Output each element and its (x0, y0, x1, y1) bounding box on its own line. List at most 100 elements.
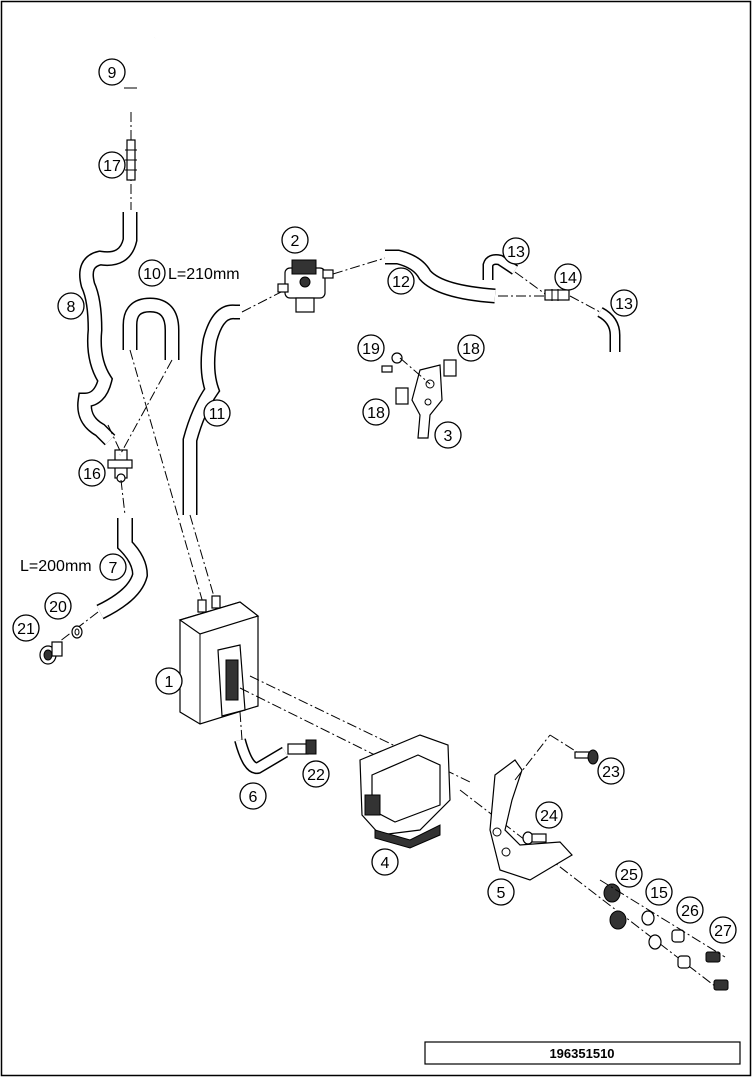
hose-7 (96, 518, 149, 620)
clip-18-upper (443, 359, 457, 377)
svg-text:16: 16 (83, 466, 101, 483)
centerline-loop-16 (119, 359, 173, 456)
svg-text:22: 22 (307, 767, 325, 784)
svg-text:4: 4 (381, 855, 390, 872)
svg-text:3: 3 (444, 428, 453, 445)
callout-11: 11 (203, 399, 231, 427)
centerline-11-2 (241, 289, 286, 313)
svg-text:10: 10 (143, 266, 161, 283)
centerline-1-4a (239, 687, 396, 766)
svg-text:8: 8 (67, 299, 76, 316)
svg-text:6: 6 (249, 789, 258, 806)
callout-21: 21 (12, 614, 40, 642)
centerline-13-14 (514, 271, 549, 297)
svg-text:15: 15 (650, 885, 668, 902)
svg-text:24: 24 (540, 808, 558, 825)
bolt-19 (381, 352, 403, 373)
callout-27: 27 (709, 916, 737, 944)
callout-12: 12 (387, 267, 415, 295)
hose-loop (122, 297, 180, 360)
svg-text:9: 9 (108, 65, 117, 82)
bushing-26-a (671, 929, 685, 943)
washer-15-a (641, 910, 655, 926)
svg-text:23: 23 (602, 764, 620, 781)
svg-text:12: 12 (392, 274, 410, 291)
svg-text:17: 17 (103, 158, 121, 175)
centerline-2-12 (332, 257, 386, 275)
svg-text:1: 1 (165, 674, 174, 691)
centerline-25-27 (599, 879, 726, 958)
hose-11 (182, 304, 240, 515)
centerline-loop-1a (129, 349, 204, 604)
hose-13-lower (597, 307, 621, 352)
bolt-24 (522, 831, 547, 845)
svg-text:7: 7 (109, 560, 118, 577)
callout-13-lower: 13 (610, 289, 638, 317)
canister-holder-4 (359, 734, 451, 849)
svg-text:20: 20 (49, 599, 67, 616)
svg-text:13: 13 (615, 296, 633, 313)
svg-text:27: 27 (714, 923, 732, 940)
svg-text:2: 2 (291, 233, 300, 250)
bolt-23 (574, 749, 599, 765)
callout-20: 20 (44, 592, 72, 620)
callout-9: 9 (98, 58, 126, 86)
hose-12 (385, 249, 496, 304)
bushing-26-b (677, 955, 691, 969)
callout-24: 24 (535, 801, 563, 829)
callout-4: 4 (371, 848, 399, 876)
callout-18-upper: 18 (457, 334, 485, 362)
callout-6: 6 (239, 782, 267, 810)
svg-text:5: 5 (497, 885, 506, 902)
mounting-bracket-5 (489, 759, 573, 881)
callout-2: 2 (281, 226, 309, 254)
callout-7: 7 (99, 553, 127, 581)
callout-3: 3 (434, 421, 462, 449)
washer-15-b (648, 934, 662, 950)
centerline-19-3 (399, 357, 431, 385)
svg-text:25: 25 (620, 867, 638, 884)
centerline-14-13 (569, 295, 601, 313)
hose-9 (123, 31, 156, 110)
centerline-16-7 (120, 479, 126, 516)
callout-5: 5 (487, 878, 515, 906)
grommet-25-a (603, 883, 621, 903)
callout-15: 15 (645, 878, 673, 906)
centerline-5-23a (514, 734, 551, 781)
connector-17 (125, 139, 137, 181)
callout-18-lower: 18 (362, 398, 390, 426)
callout-1: 1 (155, 667, 183, 695)
svg-text:14: 14 (559, 270, 577, 287)
callout-17: 17 (98, 151, 126, 179)
svg-text:13: 13 (507, 244, 525, 261)
bracket-3 (411, 364, 443, 439)
callout-19: 19 (357, 334, 385, 362)
length-note-7: L=200mm (20, 558, 92, 575)
clip-18-lower (395, 387, 409, 405)
screw-27-a (705, 951, 721, 963)
centerline-11-1 (189, 514, 216, 601)
svg-text:11: 11 (209, 406, 226, 423)
callout-26: 26 (676, 896, 704, 924)
washer-20 (71, 625, 83, 639)
callout-16: 16 (78, 459, 106, 487)
callout-25: 25 (615, 860, 643, 888)
reference-number: 196351510 (549, 1046, 614, 1061)
svg-text:26: 26 (681, 903, 699, 920)
charcoal-canister-1 (178, 595, 289, 775)
connector-14 (544, 289, 570, 301)
screw-27-b (713, 979, 729, 991)
callout-14: 14 (554, 263, 582, 291)
fitting-22 (287, 739, 317, 755)
purge-valve-2 (277, 259, 334, 313)
callout-10: 10 (138, 259, 166, 287)
centerline-1-6 (239, 711, 243, 741)
grommet-25-b (609, 910, 627, 930)
callout-8: 8 (57, 292, 85, 320)
t-connector-16 (107, 449, 133, 483)
svg-text:18: 18 (367, 405, 385, 422)
callout-13-upper: 13 (502, 237, 530, 265)
